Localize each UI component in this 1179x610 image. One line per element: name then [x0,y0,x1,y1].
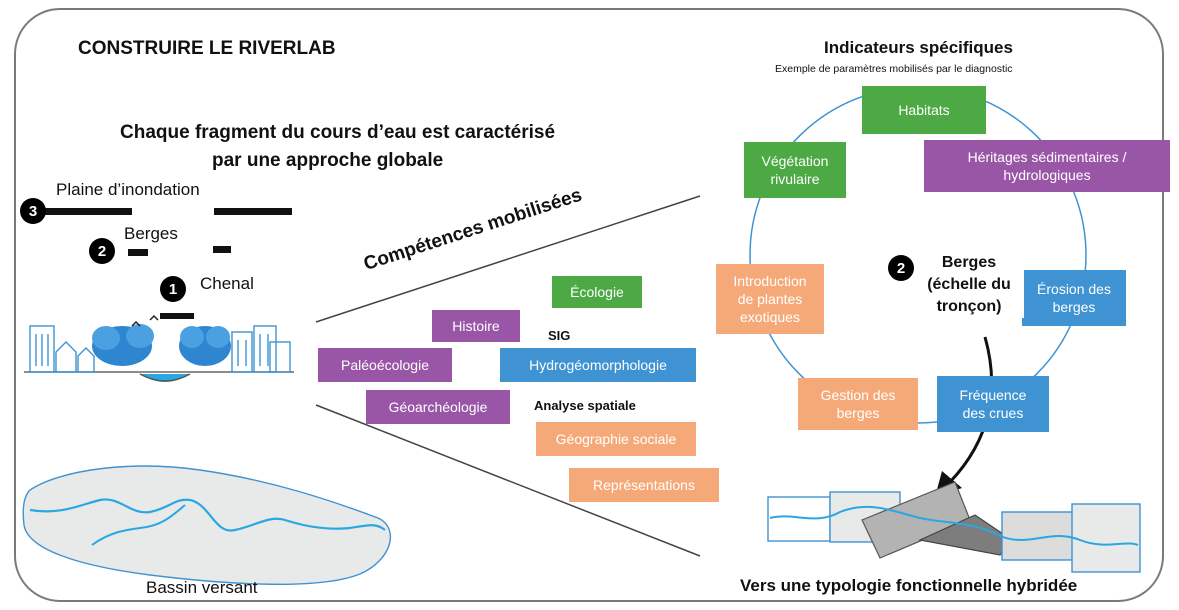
level-bars [42,208,292,319]
center-line2: (échelle du [927,276,1011,293]
indicators-subtitle: Exemple de paramètres mobilisés par le d… [775,63,1013,75]
node-gestion-line1: Gestion des [820,387,896,403]
headline-line2: par une approche globale [212,150,444,171]
center-badge: 2 [888,255,914,281]
typology-label: Vers une typologie fonctionnelle hybridé… [740,576,1078,595]
competence-ecologie: Écologie [552,276,642,308]
channel-label: Chenal [200,274,254,293]
headline-line1: Chaque fragment du cours d’eau est carac… [120,122,556,143]
city-illustration [24,325,294,373]
river-segments [767,481,1141,573]
center-line1: Berges [941,254,997,271]
competence-representations: Représentations [569,468,719,502]
main-title: CONSTRUIRE LE RIVERLAB [78,38,336,59]
center-line3: tronçon) [936,298,1002,315]
trees-illustration [92,314,231,382]
node-frequence: Fréquence des crues [937,376,1049,432]
node-vegetation-line1: Végétation [761,153,829,169]
node-heritages-line2: hydrologiques [1003,167,1091,183]
node-introduction: Introduction de plantes exotiques [716,264,824,334]
rounded-frame [14,8,1164,602]
wedge-lower-line [315,404,701,557]
competence-paleoecologie: Paléoécologie [318,348,452,382]
node-vegetation: Végétation rivulaire [744,142,846,198]
competence-geographie-sociale: Géographie sociale [536,422,696,456]
watershed-illustration [22,465,392,586]
competence-sig: SIG [548,328,571,343]
center-label: Berges (échelle du tronçon) [914,252,1024,318]
banks-label: Berges [124,224,178,243]
level-2-badge: 2 [89,238,115,264]
level-3-badge: 3 [20,198,46,224]
node-erosion: Érosion des berges [1022,270,1126,326]
node-introduction-line1: Introduction [733,273,807,289]
node-vegetation-line2: rivulaire [770,171,820,187]
wedge-upper-line [315,195,701,323]
node-introduction-line3: exotiques [740,309,800,325]
node-heritages: Héritages sédimentaires / hydrologiques [924,140,1170,192]
node-heritages-line1: Héritages sédimentaires / [967,149,1127,165]
node-gestion-line2: berges [836,405,880,421]
node-habitats: Habitats [862,86,986,134]
node-introduction-line2: de plantes [737,291,803,307]
competence-hydrogeomorphologie: Hydrogéomorphologie [500,348,696,382]
node-erosion-line2: berges [1052,299,1096,315]
level-1-badge: 1 [160,276,186,302]
competence-geoarcheologie: Géoarchéologie [366,390,510,424]
node-gestion: Gestion des berges [798,378,918,430]
node-erosion-line1: Érosion des [1037,281,1111,297]
competence-histoire: Histoire [432,310,520,342]
competence-analyse-spatiale: Analyse spatiale [534,398,636,413]
watershed-label: Bassin versant [146,578,258,597]
node-frequence-line2: des crues [962,405,1024,421]
indicators-title: Indicateurs spécifiques [824,38,1013,57]
node-frequence-line1: Fréquence [959,387,1027,403]
plain-label: Plaine d’inondation [56,180,200,199]
